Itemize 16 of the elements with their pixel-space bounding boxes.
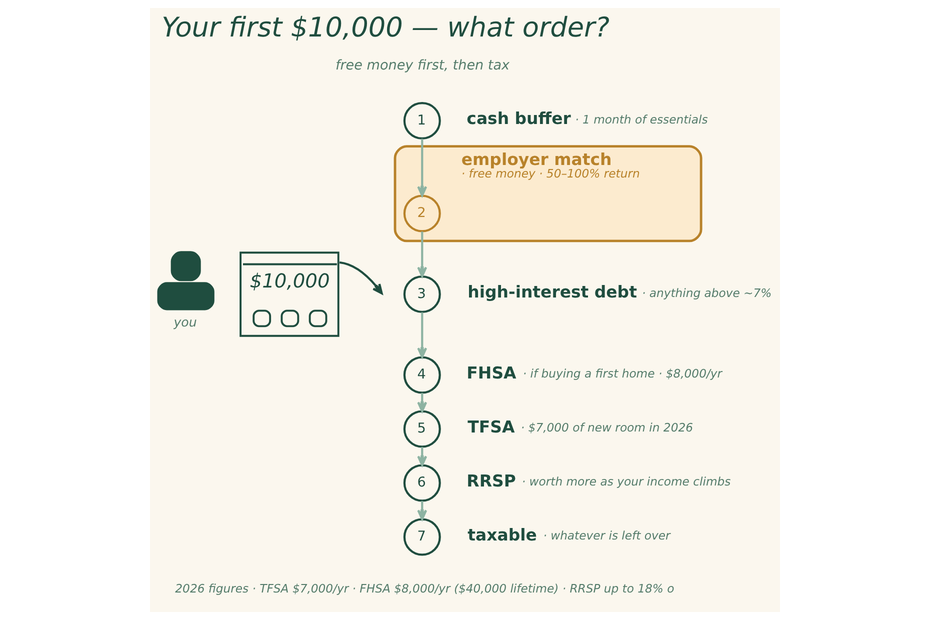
label: free money first, then tax xyxy=(335,58,510,74)
node-label: · 1 month of essentials xyxy=(575,112,708,126)
node-label: cash buffer xyxy=(466,109,571,128)
diagram-title: Your first $10,000 — what order? xyxy=(162,12,610,44)
node-label: · whatever is left over xyxy=(543,528,670,543)
node-label: · if buying a first home · $8,000/yr xyxy=(522,366,722,381)
node-label: · anything above ~7% xyxy=(642,286,772,300)
node-label: high-interest debt xyxy=(468,282,637,302)
node-label: TFSA xyxy=(468,418,515,437)
node-label: RRSP xyxy=(466,472,516,491)
label: 2026 figures · TFSA $7,000/yr · FHSA $8,000/yr ($40,000 lifetime) · RRSP up to 18% o xyxy=(175,582,674,596)
node-label: taxable xyxy=(468,526,537,545)
node-label: · $7,000 of new room in 2026 xyxy=(520,420,693,435)
node-label: · worth more as your income climbs xyxy=(522,474,731,489)
node-label: you xyxy=(174,314,197,330)
node-label: FHSA xyxy=(466,363,516,382)
